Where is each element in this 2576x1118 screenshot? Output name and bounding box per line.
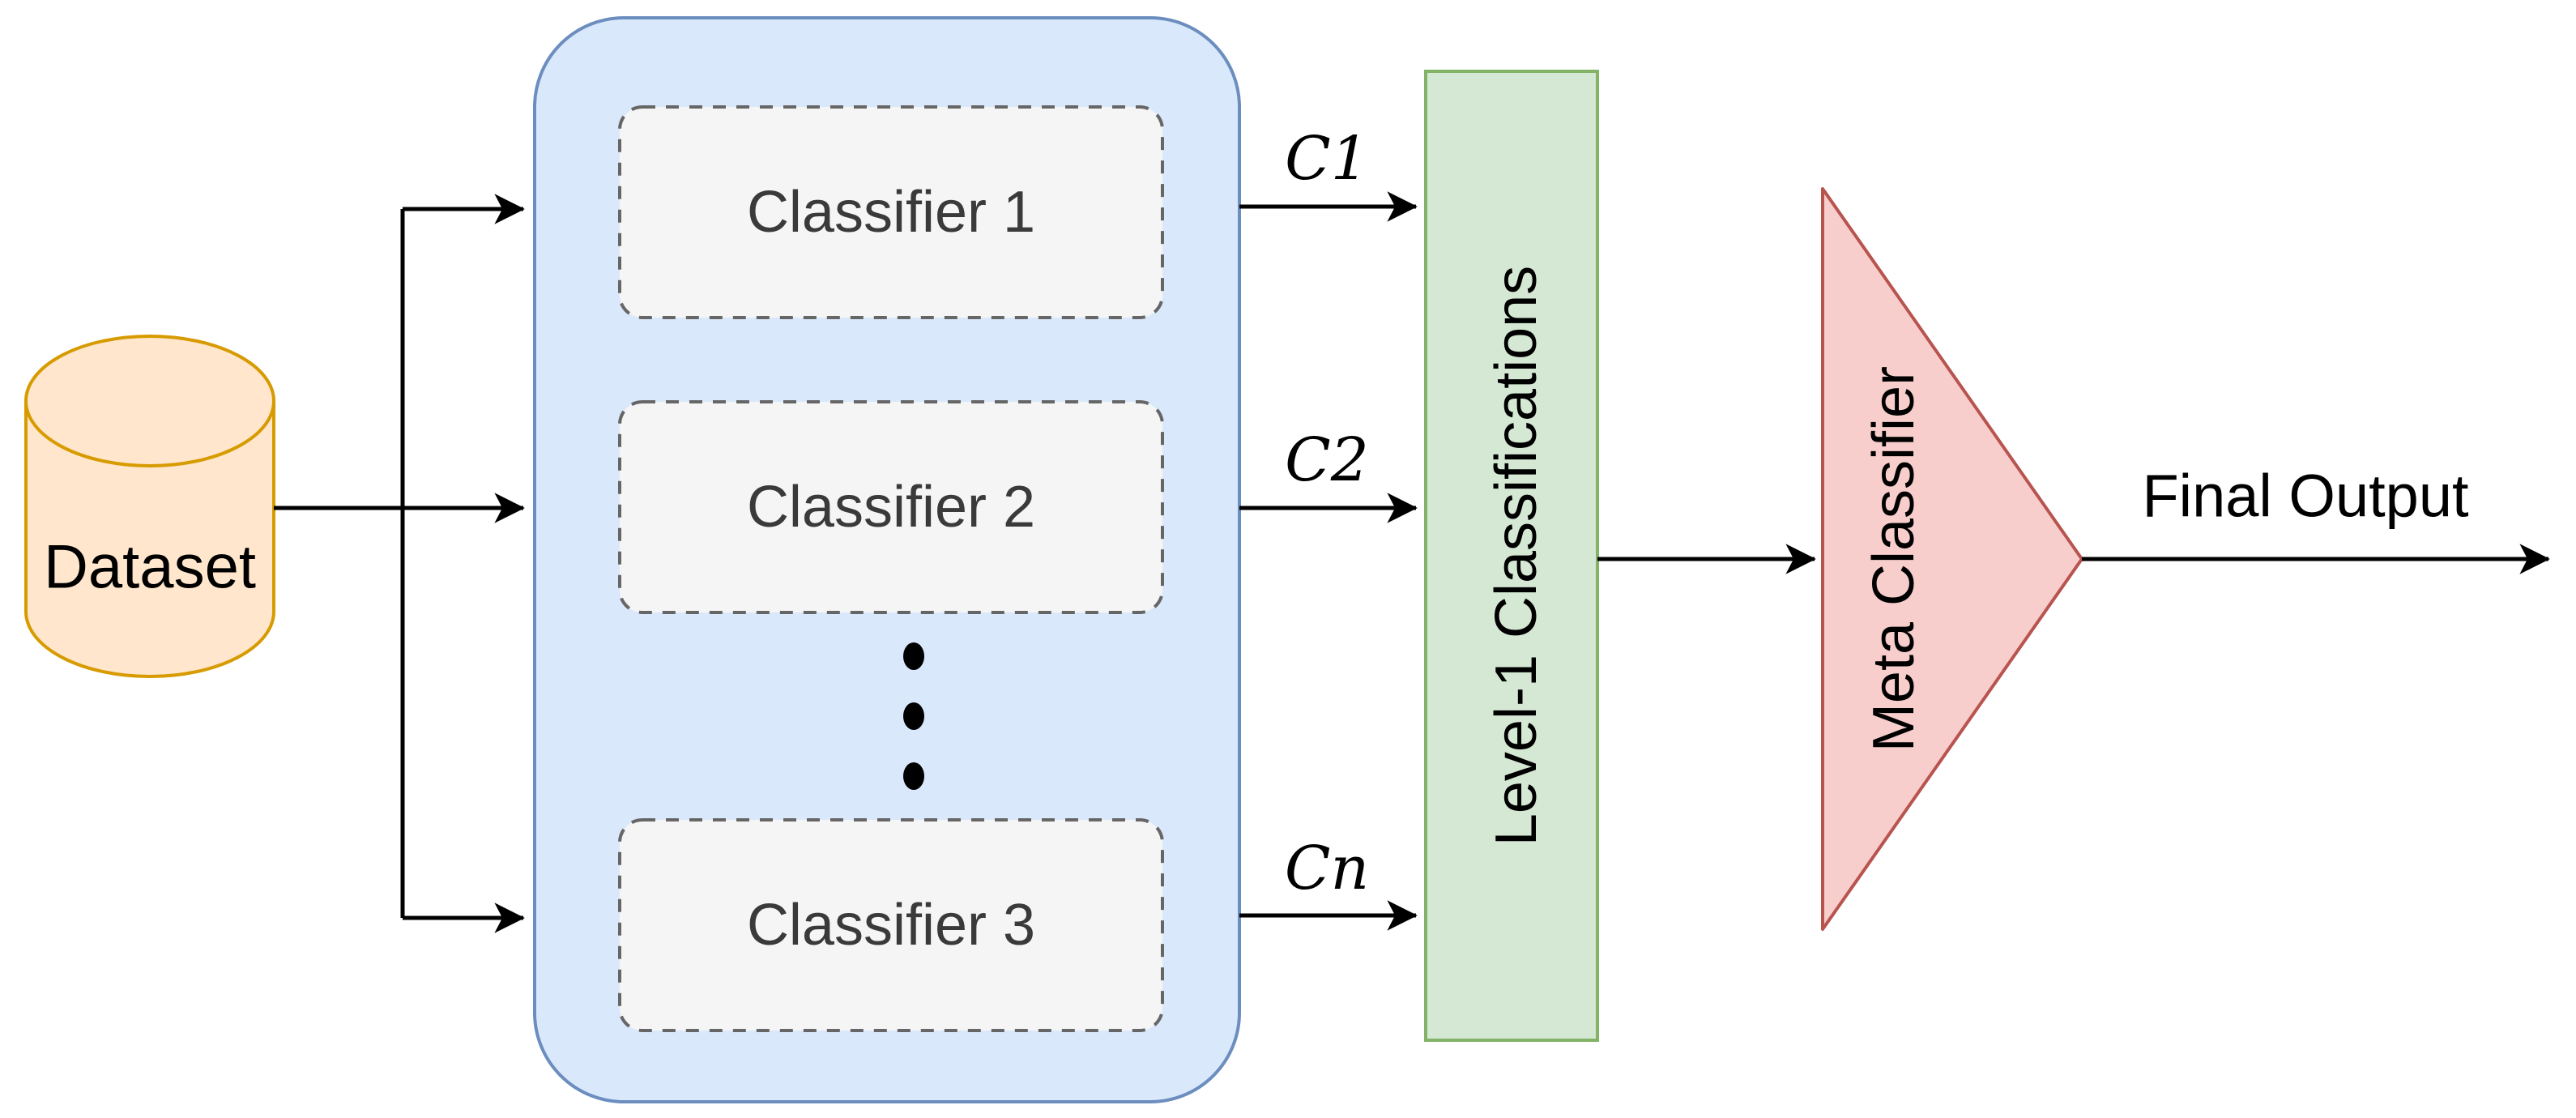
dataset-cylinder-body	[24, 401, 275, 678]
meta-classifier-triangle	[1821, 187, 2083, 931]
classifier-3-box	[618, 818, 1164, 1032]
dataset-cylinder-top	[24, 335, 275, 467]
classifier-1-label: Classifier 1	[747, 180, 1035, 245]
classifier-1-box	[618, 105, 1164, 319]
meta-classifier-label: Meta Classifier	[1862, 366, 1926, 752]
level1-classifications-label: Level-1 Classifications	[1484, 266, 1549, 846]
classifier-3-label: Classifier 3	[747, 893, 1035, 958]
ellipsis-dot	[903, 762, 924, 790]
classifier-2-box	[618, 400, 1164, 614]
classifier-2-label: Classifier 2	[747, 475, 1035, 540]
output-label-c2: C2	[1285, 425, 1369, 495]
final-output-label: Final Output	[2142, 463, 2469, 530]
dataset-branch-edges	[274, 194, 525, 933]
ellipsis-dots	[903, 642, 924, 790]
ellipsis-dot	[903, 702, 924, 730]
ellipsis-dot	[903, 642, 924, 670]
dataset-node: Dataset	[24, 335, 275, 678]
dataset-label: Dataset	[44, 533, 256, 602]
output-label-c1: C1	[1285, 124, 1369, 194]
classifier-output-edges	[1239, 191, 1418, 931]
level1-classifications-box	[1424, 70, 1599, 1042]
output-label-cn: Cn	[1285, 834, 1369, 903]
